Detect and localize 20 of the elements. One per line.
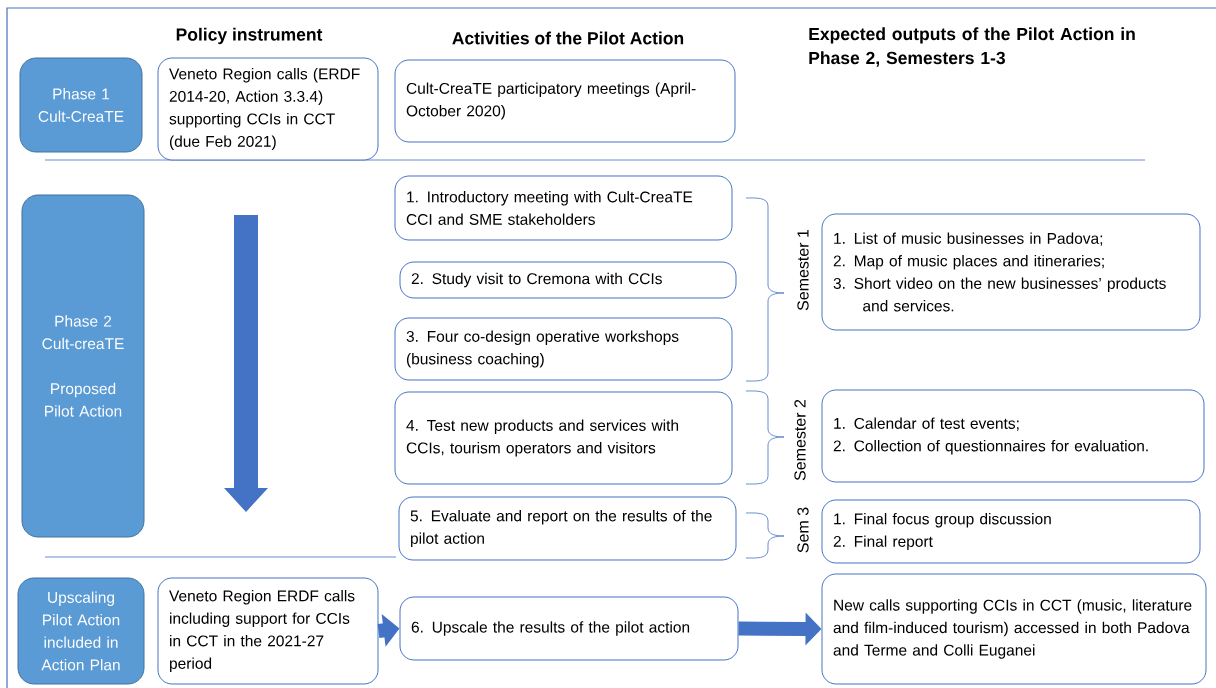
activity-box: 5. Evaluate and report on the results of the pilot action bbox=[398, 496, 737, 561]
policy-box: Veneto Region calls (ERDF 2014-20, Action 3.3.4) supporting CCIs in CCT (due Feb 2021) bbox=[157, 57, 379, 161]
output-box: 1. List of music businesses in Padova; 2. Map of music places and itineraries; 3. Short video on the new businesses’ products and services. bbox=[821, 213, 1201, 331]
column-heading: Expected outputs of the Pilot Action in Phase 2, Semesters 1-3 bbox=[809, 27, 1135, 67]
activity-box: 6. Upscale the results of the pilot action bbox=[399, 596, 739, 661]
semester-label: Semester 2 bbox=[793, 398, 807, 482]
output-box: 1. Final focus group discussion 2. Final report bbox=[821, 499, 1201, 564]
policy-box: Veneto Region ERDF calls including support for CCIs in CCT in the 2021-27 period bbox=[157, 577, 379, 685]
phase-box: Phase 2 Cult-creaTE Proposed Pilot Action bbox=[21, 194, 145, 538]
activity-box: 4. Test new products and services with CCIs, tourism operators and visitors bbox=[394, 391, 733, 485]
activity-box: 2. Study visit to Cremona with CCIs bbox=[399, 261, 737, 299]
activity-box: 1. Introductory meeting with Cult-CreaTE CCI and SME stakeholders bbox=[394, 175, 733, 241]
semester-label: Sem 3 bbox=[796, 505, 810, 555]
phase-box: Upscaling Pilot Action included in Action Plan bbox=[17, 577, 145, 685]
activity-box: 3. Four co-design operative workshops (business coaching) bbox=[394, 317, 733, 381]
column-heading: Policy instrument bbox=[176, 27, 323, 45]
output-box: 1. Calendar of test events; 2. Collection of questionnaires for evaluation. bbox=[821, 389, 1205, 483]
activity-box: Cult-CreaTE participatory meetings (April-October 2020) bbox=[394, 59, 736, 143]
output-box: New calls supporting CCIs in CCT (music, literature and film-induced tourism) accessed in both Padova and Terme and Colli Euganei bbox=[821, 573, 1207, 685]
phase-box: Phase 1 Cult-CreaTE bbox=[19, 57, 143, 153]
